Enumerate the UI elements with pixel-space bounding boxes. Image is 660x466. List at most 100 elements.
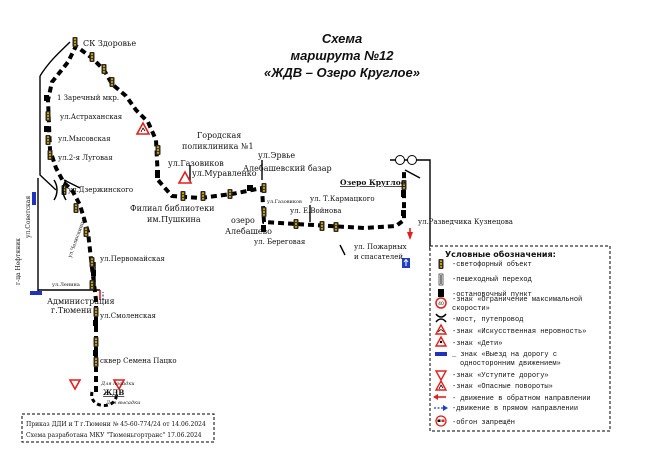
zhdv-terminal: [90, 391, 118, 407]
bridge-icon: [53, 179, 67, 201]
label-library-2: им.Пушкина: [147, 215, 201, 224]
one-way-exit-icon: [435, 352, 447, 356]
label-fire-1: ул. Пожарных: [354, 243, 407, 251]
map-signs: [30, 121, 417, 391]
label-pervomayskaya: ул.Первомайская: [100, 255, 165, 263]
speed-limit-icon: 40: [435, 297, 447, 309]
label-gazovikov-small: ул.Газовиков: [267, 199, 302, 205]
label-lake-1: озеро: [231, 216, 255, 225]
dangerous-turns-icon: [434, 379, 448, 391]
title-line-2: маршрута №12: [291, 48, 395, 63]
bus-stop-icon: [401, 210, 406, 216]
legend-item: -обгон запрещён: [435, 415, 515, 427]
yield-icon: [68, 379, 82, 391]
svg-text:_ знак «Выезд на дорогу с: _ знак «Выезд на дорогу с: [451, 351, 557, 359]
traffic-light-icon: [83, 227, 89, 237]
traffic-light-icon: [227, 189, 233, 199]
route-line: [46, 44, 406, 392]
uneven-road-icon: [434, 323, 448, 335]
footer-line-1: Приказ ДДИ и Т г.Тюмени № 45-60-774/24 о…: [26, 421, 206, 428]
svg-text:-остановочный пункт: -остановочный пункт: [452, 290, 532, 299]
label-polyclinic-2: поликлиника №1: [182, 142, 254, 151]
bus-stop-icon: [91, 270, 96, 276]
traffic-light-icon: [73, 203, 79, 213]
legend-item: - движение в обратном направлении: [433, 394, 591, 403]
label-lake-2: Алебашево: [225, 227, 272, 236]
label-beregovaya: ул. Береговая: [254, 238, 306, 246]
svg-text:-знак «Искусственная неровност: -знак «Искусственная неровность»: [452, 328, 586, 336]
title-line-3: «ЖДВ – Озеро Круглое»: [264, 65, 420, 80]
svg-text:-пешеходный переход: -пешеходный переход: [452, 275, 532, 284]
svg-text:-мост, путепровод: -мост, путепровод: [452, 316, 523, 324]
label-sk-zdorovie: СК Здоровье: [83, 39, 136, 48]
direction-arrows: [99, 228, 413, 300]
traffic-light-icon: [93, 337, 99, 347]
label-admin-1: Администрация: [47, 297, 115, 306]
bus-stop-icon: [93, 320, 98, 326]
traffic-light-icon: [93, 307, 99, 317]
label-zarechny: 1 Заречный мкр.: [57, 94, 119, 102]
no-overtaking-icon: [395, 155, 417, 165]
traffic-light-icon: [89, 280, 95, 290]
traffic-light-icon: [45, 111, 51, 121]
traffic-light-icon: [293, 219, 299, 229]
label-voinova: ул. Е.Войнова: [290, 207, 341, 215]
bus-stop-icon: [44, 126, 49, 132]
dangerous-turns-icon: [135, 121, 151, 135]
bus-stop-icon: [261, 225, 266, 232]
label-chelyuskintsev: ул.Челюскинцев: [67, 215, 88, 258]
label-dzerzhinskogo: ул.Дзержинского: [68, 186, 133, 194]
label-sovetskaya: ул.Советская: [25, 196, 32, 238]
svg-text:-знак «Опасные повороты»: -знак «Опасные повороты»: [452, 383, 553, 391]
legend-item: -пешеходный переход: [438, 273, 532, 286]
traffic-light-icon: [319, 221, 325, 231]
legend-item: -знак «Искусственная неровность»: [434, 323, 586, 336]
traffic-light-icon: [45, 135, 51, 145]
svg-text:40: 40: [438, 301, 444, 307]
legend-item: -мост, путепровод: [435, 313, 523, 324]
label-ozero-krugloe: Озеро Круглое: [340, 178, 406, 187]
traffic-light-icon: [155, 145, 161, 155]
label-dlya-posadki: Для посадки: [100, 381, 135, 387]
bus-stop-icon: [44, 95, 49, 101]
legend-item: -знак «Уступите дорогу»: [434, 370, 549, 382]
yield-icon: [434, 370, 448, 382]
svg-text:односторонним движением»: односторонним движением»: [460, 360, 561, 368]
label-neftyanikov: г-ца Нефтяник: [15, 238, 22, 285]
one-way-exit-icon: [30, 291, 42, 295]
label-lenina: ул.Ленина: [52, 282, 80, 288]
label-alebashev-bazar: Алебашевский базар: [243, 164, 332, 173]
yield-icon: [112, 379, 126, 391]
title-line-1: Схема: [322, 31, 362, 46]
traffic-light-icon: [109, 77, 115, 87]
label-astrakhanskaya: ул.Астраханская: [60, 113, 123, 121]
bus-stop-icon: [438, 289, 444, 297]
svg-text:скорости»: скорости»: [452, 305, 490, 313]
svg-text:-знак «Уступите дорогу»: -знак «Уступите дорогу»: [452, 372, 549, 380]
label-admin-2: г.Тюмени: [51, 306, 92, 315]
svg-text:-движение в прямом направлении: -движение в прямом направлении: [452, 405, 578, 413]
traffic-light-icon: [72, 37, 78, 47]
one-way-exit-icon: [402, 258, 410, 268]
bus-stop-icon: [93, 350, 98, 356]
svg-text:-знак «Ограничение максимально: -знак «Ограничение максимальной: [452, 295, 582, 304]
legend-item: _ знак «Выезд на дорогу с односторонним …: [435, 351, 561, 368]
traffic-light-icon: [261, 207, 267, 217]
footer-line-2: Схема разработана МКУ "Тюменьгортранс" 1…: [26, 432, 202, 439]
reverse-direction-icon: [433, 394, 446, 400]
label-muravlenko: ул.Муравленко: [192, 169, 257, 178]
label-library-1: Филиал библиотеки: [130, 204, 214, 213]
one-way-exit-icon: [32, 192, 36, 205]
label-smolenskaya: ул.Смоленская: [100, 312, 157, 320]
traffic-light-icon: [438, 259, 444, 269]
forward-direction-icon: [434, 405, 448, 411]
bus-stop-icon: [401, 190, 406, 197]
dangerous-turns-icon: [177, 170, 193, 184]
svg-text:-знак «Дети»: -знак «Дети»: [452, 340, 502, 348]
legend-item: -знак «Опасные повороты»: [434, 379, 553, 391]
label-gazovikov: ул.Газовиков: [168, 159, 224, 168]
label-karmatsky: ул. Т.Кармацкого: [310, 195, 375, 203]
svg-text:- движение в обратном направле: - движение в обратном направлении: [452, 394, 591, 403]
legend-item: -остановочный пункт: [438, 289, 532, 299]
label-erve: ул.Эрвье: [258, 151, 295, 160]
